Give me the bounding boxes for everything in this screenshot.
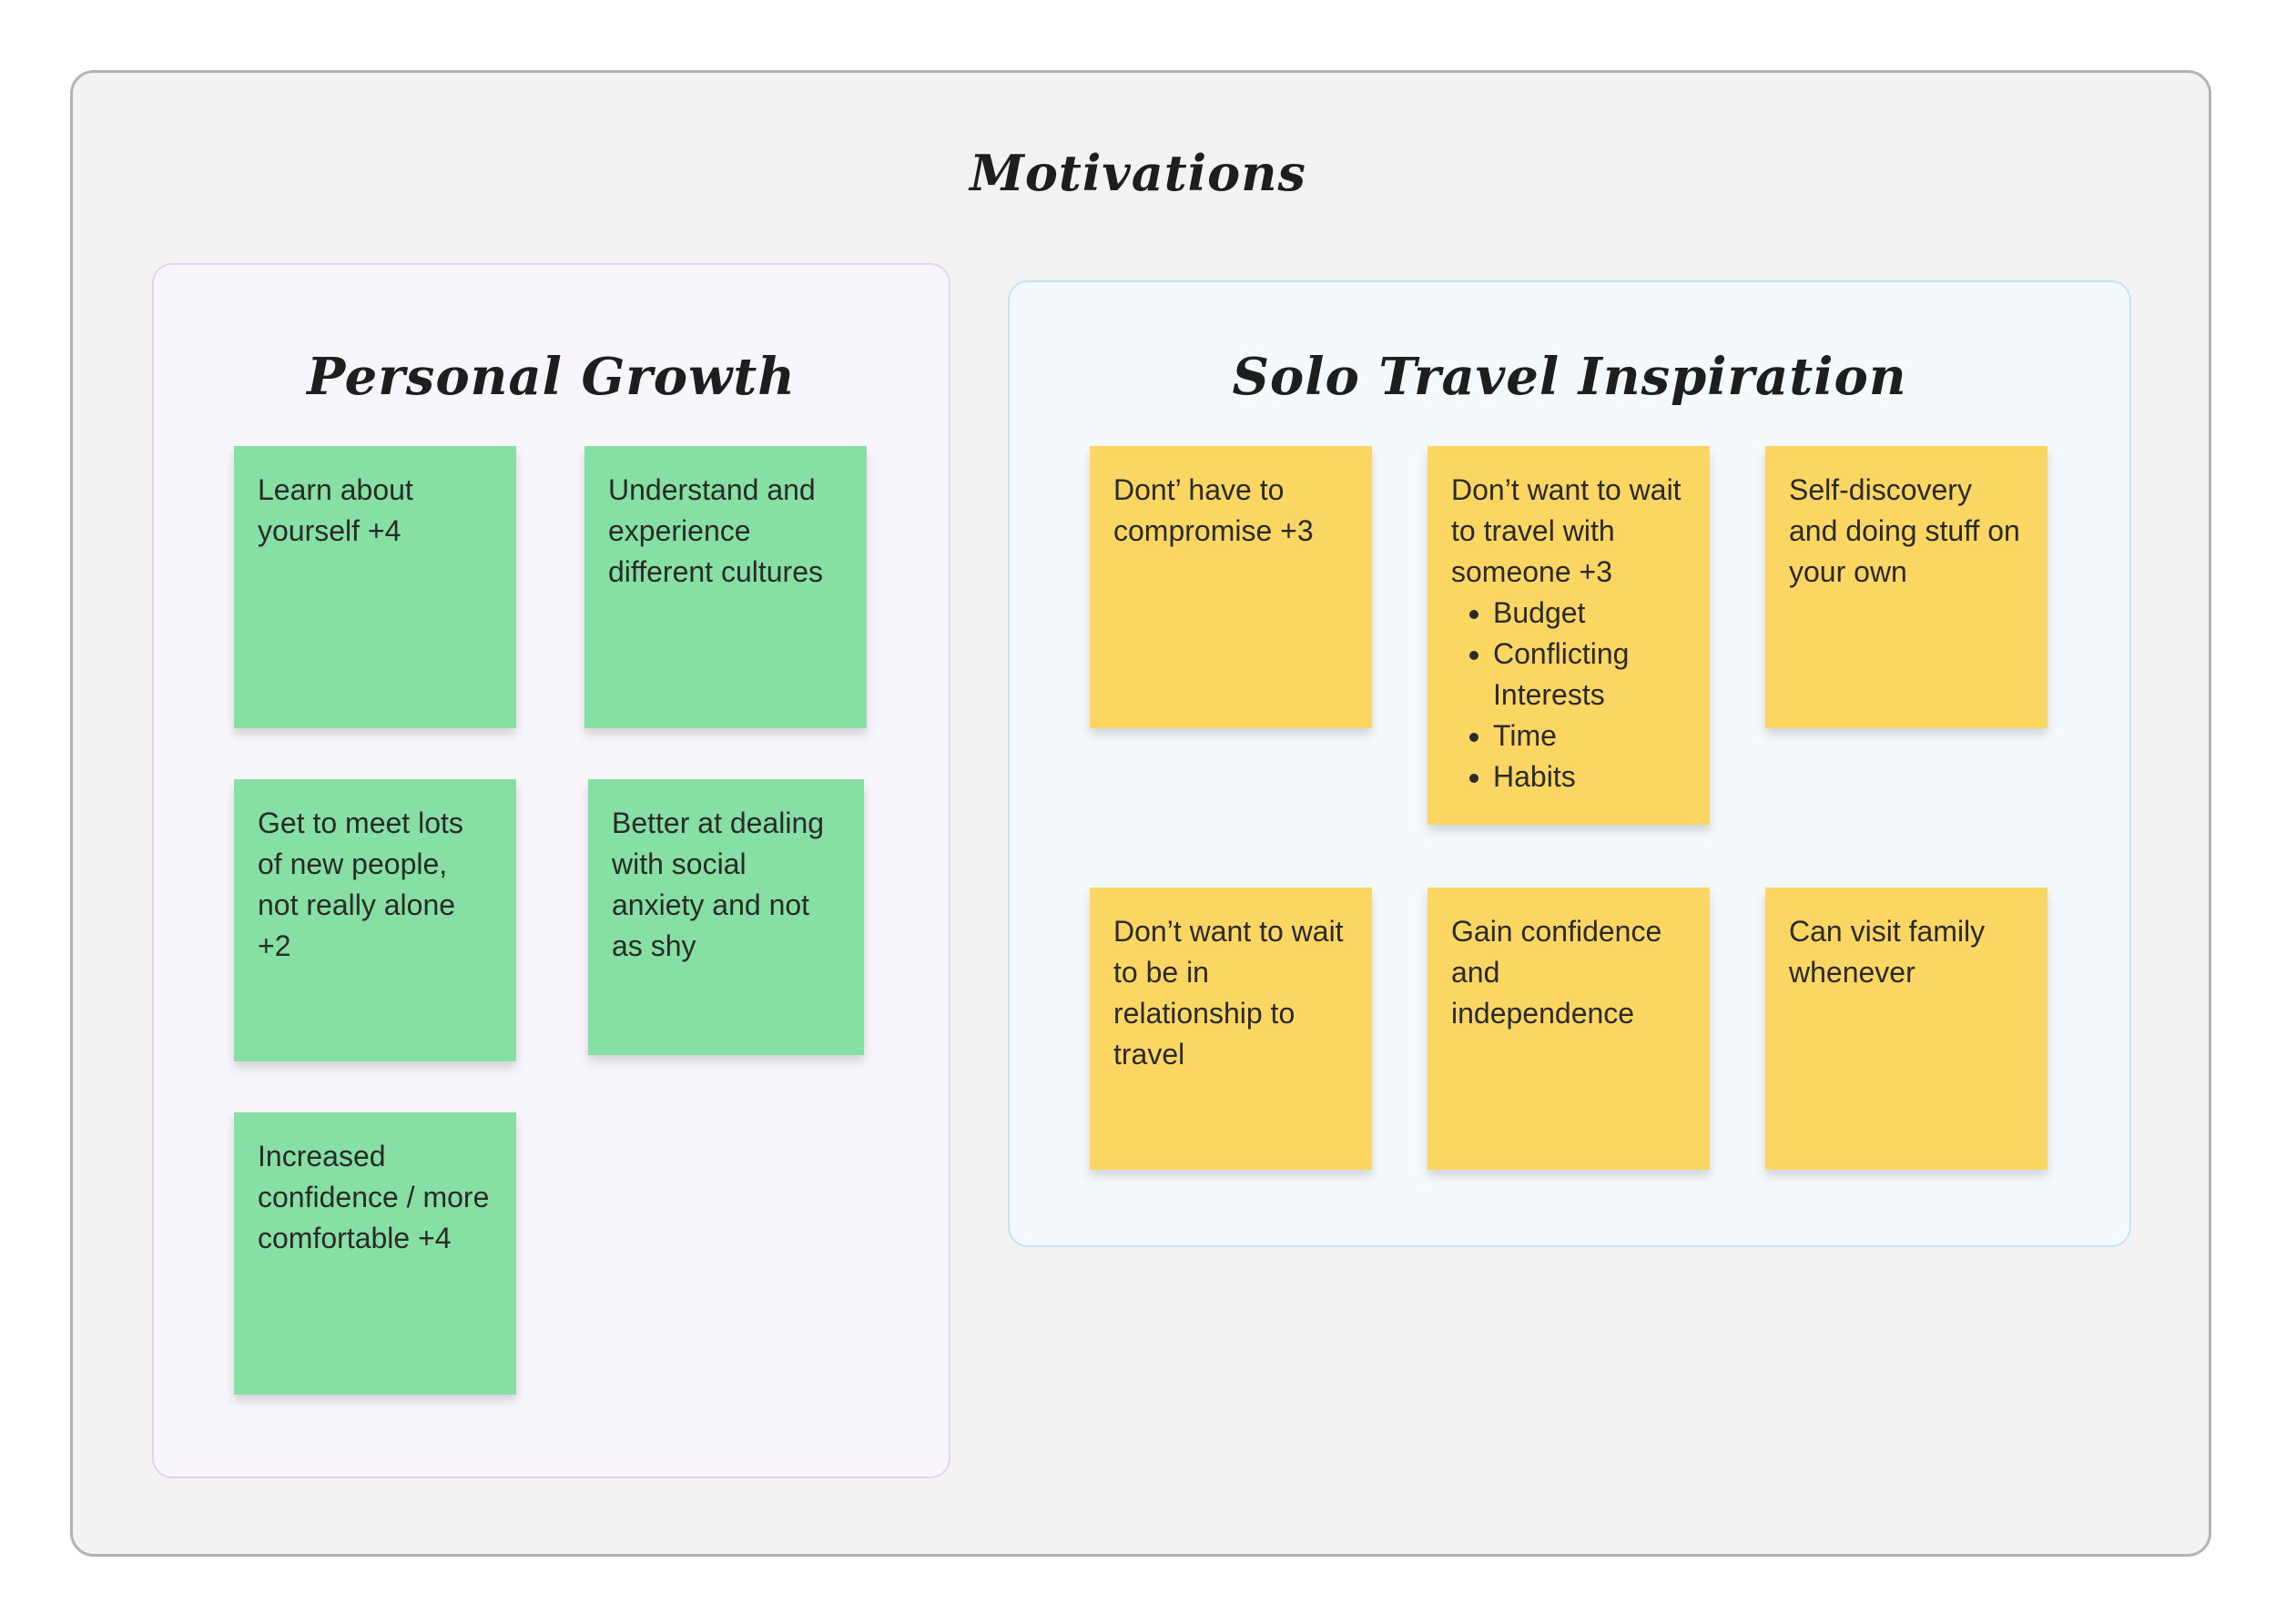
sticky-note-text: Self-discovery and doing stuff on your o… bbox=[1789, 473, 2020, 588]
sticky-note-text: Increased confidence / more comfortable … bbox=[258, 1140, 490, 1254]
bullet-item: Time bbox=[1493, 716, 1688, 756]
sticky-note[interactable]: Gain confidence and independence bbox=[1428, 888, 1710, 1170]
bullet-item: Conflicting Interests bbox=[1493, 634, 1688, 716]
sticky-note[interactable]: Get to meet lots of new people, not real… bbox=[234, 779, 516, 1061]
sticky-note-text: Understand and experience different cult… bbox=[608, 473, 823, 588]
sticky-note-text: Better at dealing with social anxiety an… bbox=[612, 807, 825, 962]
sticky-note[interactable]: Better at dealing with social anxiety an… bbox=[588, 779, 864, 1055]
sticky-note-text: Don’t want to wait to be in relationship… bbox=[1113, 915, 1344, 1071]
sticky-note[interactable]: Increased confidence / more comfortable … bbox=[234, 1112, 516, 1395]
board-title: Motivations bbox=[970, 144, 1306, 202]
bullet-item: Budget bbox=[1493, 593, 1688, 634]
sticky-note-text: Gain confidence and independence bbox=[1451, 915, 1662, 1030]
sticky-note-text: Learn about yourself +4 bbox=[258, 473, 413, 547]
sticky-note-text: Dont’ have to compromise +3 bbox=[1113, 473, 1314, 547]
section-title-personal-growth: Personal Growth bbox=[307, 347, 796, 407]
sticky-note[interactable]: Understand and experience different cult… bbox=[584, 446, 867, 728]
sticky-note[interactable]: Can visit family whenever bbox=[1765, 888, 2047, 1170]
sticky-note-bullet-list: Budget Conflicting Interests Time Habits bbox=[1451, 593, 1688, 797]
sticky-note-text: Can visit family whenever bbox=[1789, 915, 1986, 989]
sticky-note[interactable]: Don’t want to wait to be in relationship… bbox=[1090, 888, 1372, 1170]
sticky-note[interactable]: Dont’ have to compromise +3 bbox=[1090, 446, 1372, 728]
sticky-note[interactable]: Don’t want to wait to travel with someon… bbox=[1428, 446, 1710, 825]
sticky-note[interactable]: Learn about yourself +4 bbox=[234, 446, 516, 728]
sticky-note-text: Get to meet lots of new people, not real… bbox=[258, 807, 463, 962]
bullet-item: Habits bbox=[1493, 756, 1688, 797]
sticky-note[interactable]: Self-discovery and doing stuff on your o… bbox=[1765, 446, 2047, 728]
section-title-solo-travel-inspiration: Solo Travel Inspiration bbox=[1232, 347, 1907, 407]
sticky-note-text: Don’t want to wait to travel with someon… bbox=[1451, 473, 1682, 588]
